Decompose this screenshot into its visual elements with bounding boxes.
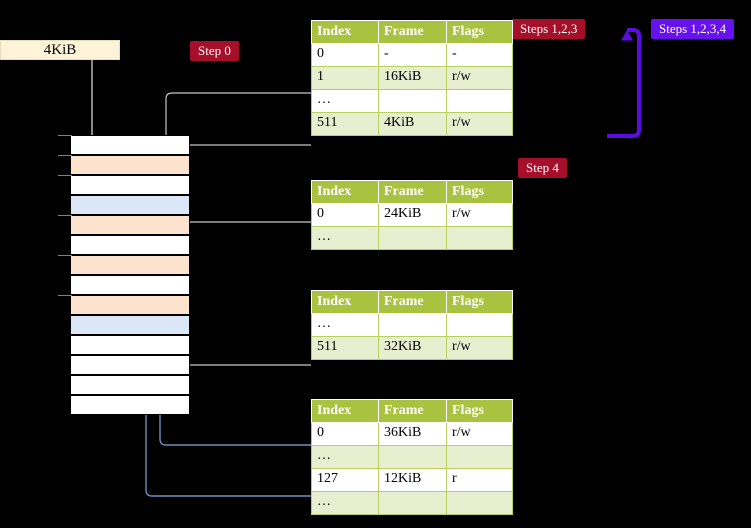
cell-frame: 24KiB (378, 203, 447, 227)
cell-frame: 4KiB (378, 112, 447, 136)
memory-frame-row (70, 355, 190, 375)
cell-frame (378, 89, 447, 113)
badge-steps-123: Steps 1,2,3 (512, 19, 586, 39)
cell-flags (446, 226, 513, 250)
cell-index: … (311, 491, 379, 515)
column-header-flags: Flags (446, 180, 513, 204)
column-header-index: Index (311, 290, 379, 314)
cell-index: 0 (311, 203, 379, 227)
memory-frame-row (70, 315, 190, 335)
cell-index: 1 (311, 66, 379, 90)
cell-flags (446, 313, 513, 337)
memory-frame-row (70, 215, 190, 235)
column-header-frame: Frame (378, 20, 447, 44)
column-header-index: Index (311, 180, 379, 204)
wire-table3-row511 (170, 314, 311, 366)
cell-index: 511 (311, 112, 379, 136)
memory-tick-mark (58, 175, 72, 176)
memory-frame-row (70, 275, 190, 295)
column-header-flags: Flags (446, 20, 513, 44)
memory-frame-row (70, 375, 190, 395)
cell-flags (446, 491, 513, 515)
cell-flags: r/w (446, 336, 513, 360)
cell-index: 511 (311, 336, 379, 360)
wire-table2-row0 (177, 221, 311, 262)
cell-flags: r/w (446, 112, 513, 136)
cell-index: … (311, 89, 379, 113)
table-row: … (311, 313, 513, 337)
wire-steps-1234-return (607, 28, 641, 138)
badge-step-0: Step 0 (190, 41, 239, 61)
column-header-flags: Flags (446, 290, 513, 314)
table-row: … (311, 491, 513, 515)
cell-frame: 32KiB (378, 336, 447, 360)
column-header-flags: Flags (446, 399, 513, 423)
memory-frame-row (70, 175, 190, 195)
column-header-frame: Frame (378, 180, 447, 204)
memory-tick-mark (58, 155, 72, 156)
badge-step-4: Step 4 (518, 158, 567, 178)
cell-frame (378, 226, 447, 250)
wire-table1-row511 (177, 144, 311, 163)
cell-index: … (311, 313, 379, 337)
cell-flags (446, 89, 513, 113)
cell-index: 127 (311, 468, 379, 492)
cell-flags: r/w (446, 422, 513, 446)
badge-steps-1234: Steps 1,2,3,4 (651, 19, 735, 39)
size-label-text: 4KiB (43, 42, 77, 58)
memory-tick-mark (58, 295, 72, 296)
memory-frame-row (70, 395, 190, 415)
cell-frame: 16KiB (378, 66, 447, 90)
memory-tick-mark (58, 135, 72, 136)
memory-frame-row (70, 155, 190, 175)
cell-frame: 36KiB (378, 422, 447, 446)
cell-index: … (311, 226, 379, 250)
column-header-index: Index (311, 399, 379, 423)
memory-frame-row (70, 135, 190, 155)
column-header-frame: Frame (378, 399, 447, 423)
cell-flags: r/w (446, 203, 513, 227)
cell-frame (378, 491, 447, 515)
memory-frame-row (70, 295, 190, 315)
memory-tick-mark (58, 255, 72, 256)
cell-index: … (311, 445, 379, 469)
memory-frame-row (70, 195, 190, 215)
cell-index: 0 (311, 43, 379, 67)
cell-flags: r (446, 468, 513, 492)
cell-index: 0 (311, 422, 379, 446)
cell-flags (446, 445, 513, 469)
column-header-frame: Frame (378, 290, 447, 314)
table-row: … (311, 89, 513, 113)
cell-frame: - (378, 43, 447, 67)
cell-frame (378, 313, 447, 337)
memory-tick-mark (58, 215, 72, 216)
table-row: 0-- (311, 43, 513, 67)
column-header-index: Index (311, 20, 379, 44)
memory-frame-row (70, 335, 190, 355)
memory-frame-row (70, 235, 190, 255)
table-row: … (311, 226, 513, 250)
size-label-box: 4KiB (0, 40, 120, 60)
physical-memory-column (58, 135, 190, 415)
cell-flags: - (446, 43, 513, 67)
cell-frame: 12KiB (378, 468, 447, 492)
cell-flags: r/w (446, 66, 513, 90)
cell-frame (378, 445, 447, 469)
table-row: … (311, 445, 513, 469)
memory-frame-row (70, 255, 190, 275)
